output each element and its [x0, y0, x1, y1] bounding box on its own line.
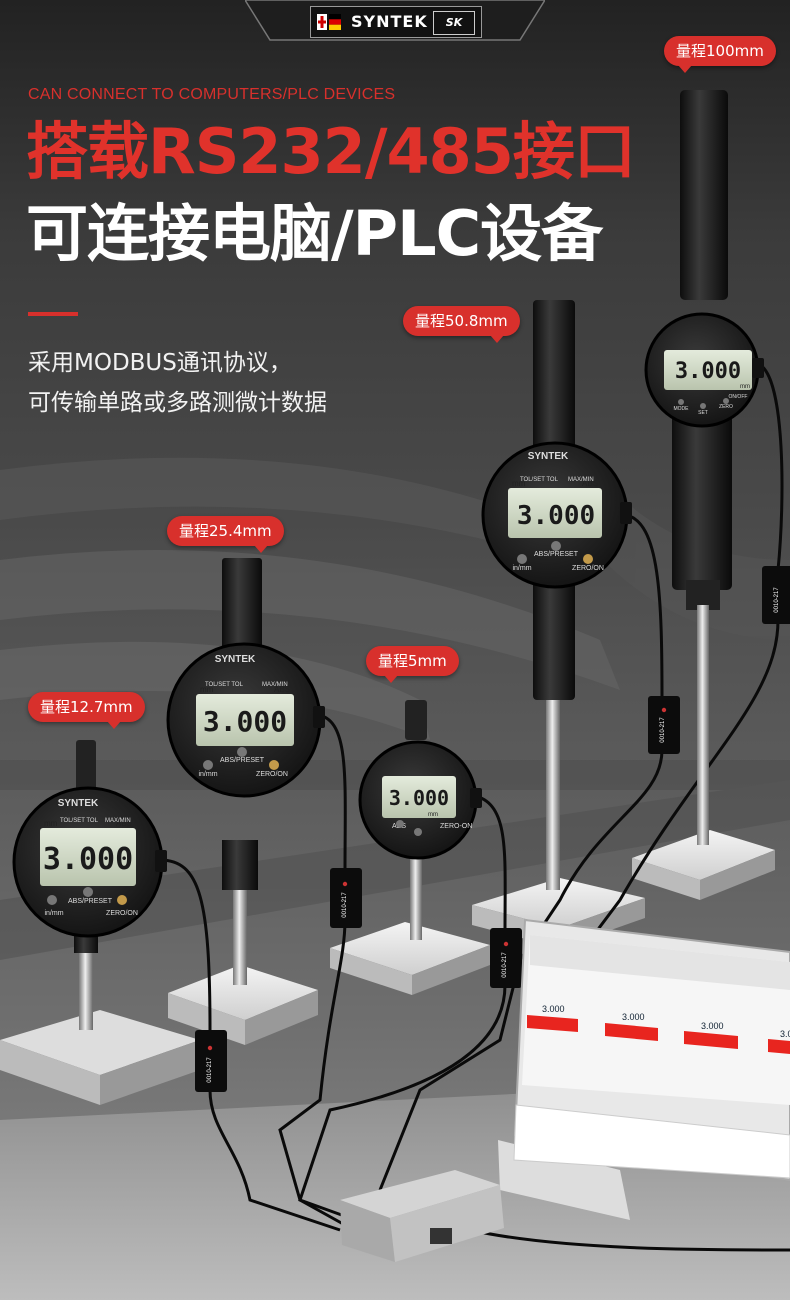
dial-onoff-100: ON/OFF [729, 394, 748, 400]
range-callout-12-7mm: 量程12.7mm [28, 692, 145, 729]
dial-abs-25-4: ABS [274, 685, 290, 694]
monitor-reading-4: 3.00 [780, 1029, 790, 1039]
dial-in-mm-25-4: in/mm [198, 771, 217, 778]
lcd-reading-12-7mm: 3.000 [43, 842, 133, 877]
brand-dial-50-8: SYNTEK [528, 451, 569, 462]
rs232-adapters [195, 566, 790, 1092]
adapter-label-4: 0010-217 [660, 717, 666, 743]
brand-logo: SYNTEK SK [310, 6, 482, 38]
brand-mark: SK [433, 11, 475, 35]
dial-zero-on-5: ZERO-ON [440, 823, 472, 830]
gauge-blocks [0, 830, 775, 1105]
dial-buttons [47, 398, 729, 905]
dial-mm-100: mm [740, 384, 750, 390]
accent-divider [28, 312, 78, 316]
adapter-label-3: 0010-217 [502, 952, 508, 978]
range-callout-5mm: 量程5mm [366, 646, 459, 683]
english-subtitle: CAN CONNECT TO COMPUTERS/PLC DEVICES [28, 86, 396, 103]
indicator-5mm [358, 700, 482, 940]
brand-name: SYNTEK [351, 12, 428, 31]
dial-maxmin-25-4: MAX/MIN [262, 682, 288, 688]
dial-in-mm-12-7: in/mm [44, 910, 63, 917]
range-callout-25-4mm: 量程25.4mm [167, 516, 284, 553]
headline-line-2: 可连接电脑/PLC设备 [26, 197, 603, 270]
brand-dial-25-4: SYNTEK [215, 654, 256, 665]
dial-mode-100: MODE [674, 406, 690, 412]
indicator-100mm [644, 90, 764, 845]
dial-abs-50-8: ABS [582, 479, 598, 488]
dial-zero-on-50-8: ZERO/ON [572, 565, 604, 572]
range-callout-50-8mm: 量程50.8mm [403, 306, 520, 343]
headline-line-1: 搭载RS232/485接口 [26, 115, 636, 188]
dial-abs-preset-25-4: ABS/PRESET [220, 757, 265, 764]
dial-mm-25-4: mm [200, 685, 214, 694]
dial-tol-12-7: TOL/SET TOL [60, 818, 99, 824]
range-callout-100mm: 量程100mm [664, 36, 776, 73]
dial-mm-5: mm [428, 812, 438, 818]
flag-icon [317, 14, 341, 30]
adapter-label-1: 0010-217 [207, 1057, 213, 1083]
lcd-reading-25-4mm: 3.000 [203, 705, 287, 738]
dial-zero-on-12-7: ZERO/ON [106, 910, 138, 917]
dial-mm-12-7: mm [44, 819, 58, 828]
dial-zero-100: ZERO [719, 404, 733, 410]
lcd-reading-100mm: 3.000 [675, 359, 741, 384]
adapter-label-2: 0010-217 [342, 892, 348, 918]
brand-dial-12-7: SYNTEK [58, 798, 99, 809]
dial-abs-preset-12-7: ABS/PRESET [68, 898, 113, 905]
dial-zero-on-25-4: ZERO/ON [256, 771, 288, 778]
lcd-reading-5mm: 3.000 [389, 786, 449, 810]
lcd-reading-50-8mm: 3.000 [517, 501, 595, 531]
description-line-1: 采用MODBUS通讯协议， [28, 350, 292, 376]
dial-maxmin-12-7: MAX/MIN [105, 818, 131, 824]
computer-monitor [498, 918, 790, 1220]
cables [159, 363, 790, 1252]
adapter-label-5: 0010-217 [774, 587, 780, 613]
dial-tol-50-8: TOL/SET TOL [520, 477, 559, 483]
dial-abs-preset-50-8: ABS/PRESET [534, 551, 579, 558]
dial-maxmin-50-8: MAX/MIN [568, 477, 594, 483]
monitor-reading-2: 3.000 [622, 1012, 645, 1022]
plc-converter-box [340, 1170, 504, 1262]
dial-tol-25-4: TOL/SET TOL [205, 682, 244, 688]
indicator-50-8mm [481, 300, 632, 890]
indicator-25-4mm [166, 558, 325, 985]
dial-mm-50-8: mm [512, 479, 526, 488]
dial-set-100: SET [698, 410, 708, 416]
monitor-reading-1: 3.000 [542, 1004, 565, 1014]
dial-abs-12-7: ABS [116, 819, 132, 828]
monitor-reading-3: 3.000 [701, 1021, 724, 1031]
dial-in-mm-50-8: in/mm [512, 565, 531, 572]
description-line-2: 可传输单路或多路测微计数据 [28, 390, 327, 416]
